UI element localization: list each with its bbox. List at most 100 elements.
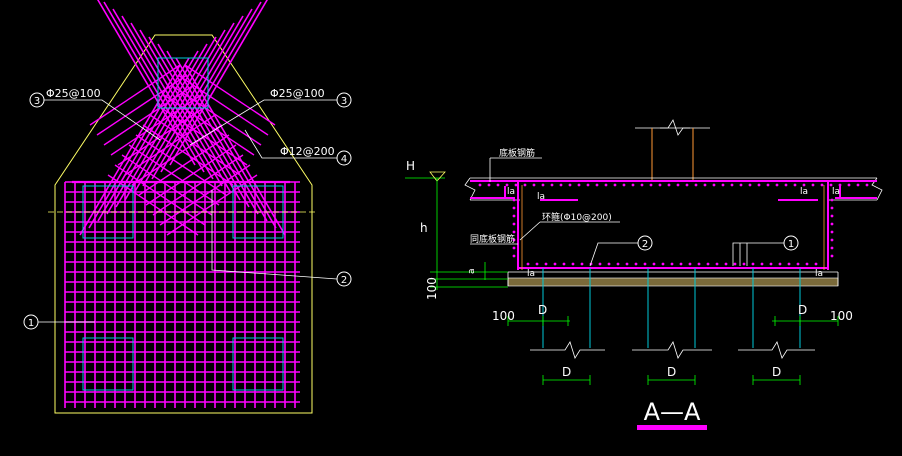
plan-view: 3 Φ25@100 3 Φ25@100 4 Φ12@200 2 1 bbox=[23, 0, 352, 414]
rebar-dot bbox=[679, 262, 683, 266]
rebar-dots bbox=[478, 183, 869, 266]
rebar-line bbox=[89, 64, 181, 126]
rebar-dot bbox=[512, 246, 516, 250]
rebar-dot bbox=[865, 183, 869, 187]
rebar-dot bbox=[580, 262, 584, 266]
section-callout-2: 2 bbox=[589, 235, 653, 267]
rebar-line bbox=[175, 57, 277, 229]
dims-upper bbox=[507, 316, 839, 326]
rebar-dot bbox=[820, 183, 824, 187]
column-outline bbox=[157, 57, 209, 109]
callout-number: 2 bbox=[642, 239, 648, 250]
rebar-dot bbox=[830, 246, 834, 250]
rebar-dot bbox=[532, 183, 536, 187]
rebar-dot bbox=[496, 183, 500, 187]
rebar-dot bbox=[784, 183, 788, 187]
rebar-dot bbox=[568, 183, 572, 187]
rebar-dot bbox=[766, 183, 770, 187]
rebar-dot bbox=[703, 183, 707, 187]
rebar-line bbox=[148, 36, 250, 208]
rebar-line bbox=[152, 154, 244, 216]
rebar-dot bbox=[478, 183, 482, 187]
rebar-line bbox=[112, 8, 214, 180]
rebar-dot bbox=[512, 198, 516, 202]
h-label: h bbox=[420, 221, 428, 235]
callout-number: 4 bbox=[341, 154, 347, 165]
rebar-dot bbox=[598, 262, 602, 266]
rebar-dot bbox=[667, 183, 671, 187]
callout-number: 1 bbox=[788, 239, 794, 250]
anchor-length-labels: la la la la la la bbox=[507, 187, 840, 279]
rebar-line bbox=[184, 64, 286, 236]
callout-text: Φ25@100 bbox=[46, 87, 101, 100]
rebar-line bbox=[184, 64, 276, 126]
rebar-dot bbox=[649, 183, 653, 187]
rebar-dot bbox=[778, 262, 782, 266]
rebar-line bbox=[149, 114, 241, 176]
rebar-dot bbox=[793, 183, 797, 187]
rebar-dot bbox=[769, 262, 773, 266]
la-label: la bbox=[507, 187, 515, 197]
rebar-dot bbox=[676, 183, 680, 187]
rebar-dot bbox=[505, 183, 509, 187]
top-bar-note: 底板钢筋 bbox=[499, 147, 535, 159]
rebar-dot bbox=[670, 262, 674, 266]
rebar-dot bbox=[829, 183, 833, 187]
rebar-dot bbox=[586, 183, 590, 187]
rebar-dot bbox=[721, 183, 725, 187]
dim-100-vertical: 100 bbox=[425, 277, 439, 300]
rebar-line bbox=[160, 1, 262, 173]
stirrup-note: 环箍(Φ10@200) bbox=[542, 211, 612, 223]
column-outline bbox=[82, 337, 134, 391]
rebar-dot bbox=[830, 230, 834, 234]
rebar-dot bbox=[805, 262, 809, 266]
rebar-dot bbox=[512, 206, 516, 210]
rebar-dot bbox=[526, 262, 530, 266]
rebar-dot bbox=[830, 214, 834, 218]
rebar-dot bbox=[830, 206, 834, 210]
rebar-dot bbox=[613, 183, 617, 187]
callout-number: 2 bbox=[341, 275, 347, 286]
callout-text: Φ25@100 bbox=[270, 87, 325, 100]
rebar-dot bbox=[787, 262, 791, 266]
rebar-dot bbox=[640, 183, 644, 187]
rebar-dot bbox=[661, 262, 665, 266]
rebar-dot bbox=[625, 262, 629, 266]
callout-number: 1 bbox=[28, 318, 34, 329]
rebar-line bbox=[110, 94, 202, 156]
rebar-dot bbox=[604, 183, 608, 187]
rebar-dot bbox=[697, 262, 701, 266]
h-marker-label: H bbox=[406, 159, 415, 173]
side-bar-note: 同底板钢筋 bbox=[470, 233, 515, 245]
rebar-line bbox=[139, 29, 241, 201]
rebar-dot bbox=[847, 183, 851, 187]
callout-text: Φ12@200 bbox=[280, 145, 335, 158]
rebar-dot bbox=[830, 198, 834, 202]
rebar-dot bbox=[856, 183, 860, 187]
la-label: la bbox=[527, 269, 535, 279]
callout-2: 2 bbox=[211, 190, 352, 287]
rebar-dot bbox=[544, 262, 548, 266]
section-view: H h a 100 la la la la la la 底板钢筋 环箍(Φ10 bbox=[405, 119, 883, 430]
rebar-dot bbox=[694, 183, 698, 187]
rebar-dot bbox=[814, 262, 818, 266]
rebar-line bbox=[163, 94, 255, 156]
rebar-dot bbox=[830, 254, 834, 258]
rebar-dot bbox=[724, 262, 728, 266]
rebar-dot bbox=[830, 222, 834, 226]
rebar-dot bbox=[685, 183, 689, 187]
rebar-dot bbox=[712, 183, 716, 187]
callout-number: 3 bbox=[34, 96, 40, 107]
rebar-dot bbox=[634, 262, 638, 266]
rebar-dot bbox=[523, 183, 527, 187]
rebar-dot bbox=[535, 262, 539, 266]
rebar-dot bbox=[760, 262, 764, 266]
dim-D: D bbox=[667, 365, 676, 379]
rebar-dot bbox=[715, 262, 719, 266]
rebar-dot bbox=[512, 222, 516, 226]
rebar-dot bbox=[512, 230, 516, 234]
rebar-dot bbox=[739, 183, 743, 187]
rebar-dot bbox=[553, 262, 557, 266]
section-rebar bbox=[470, 180, 877, 270]
